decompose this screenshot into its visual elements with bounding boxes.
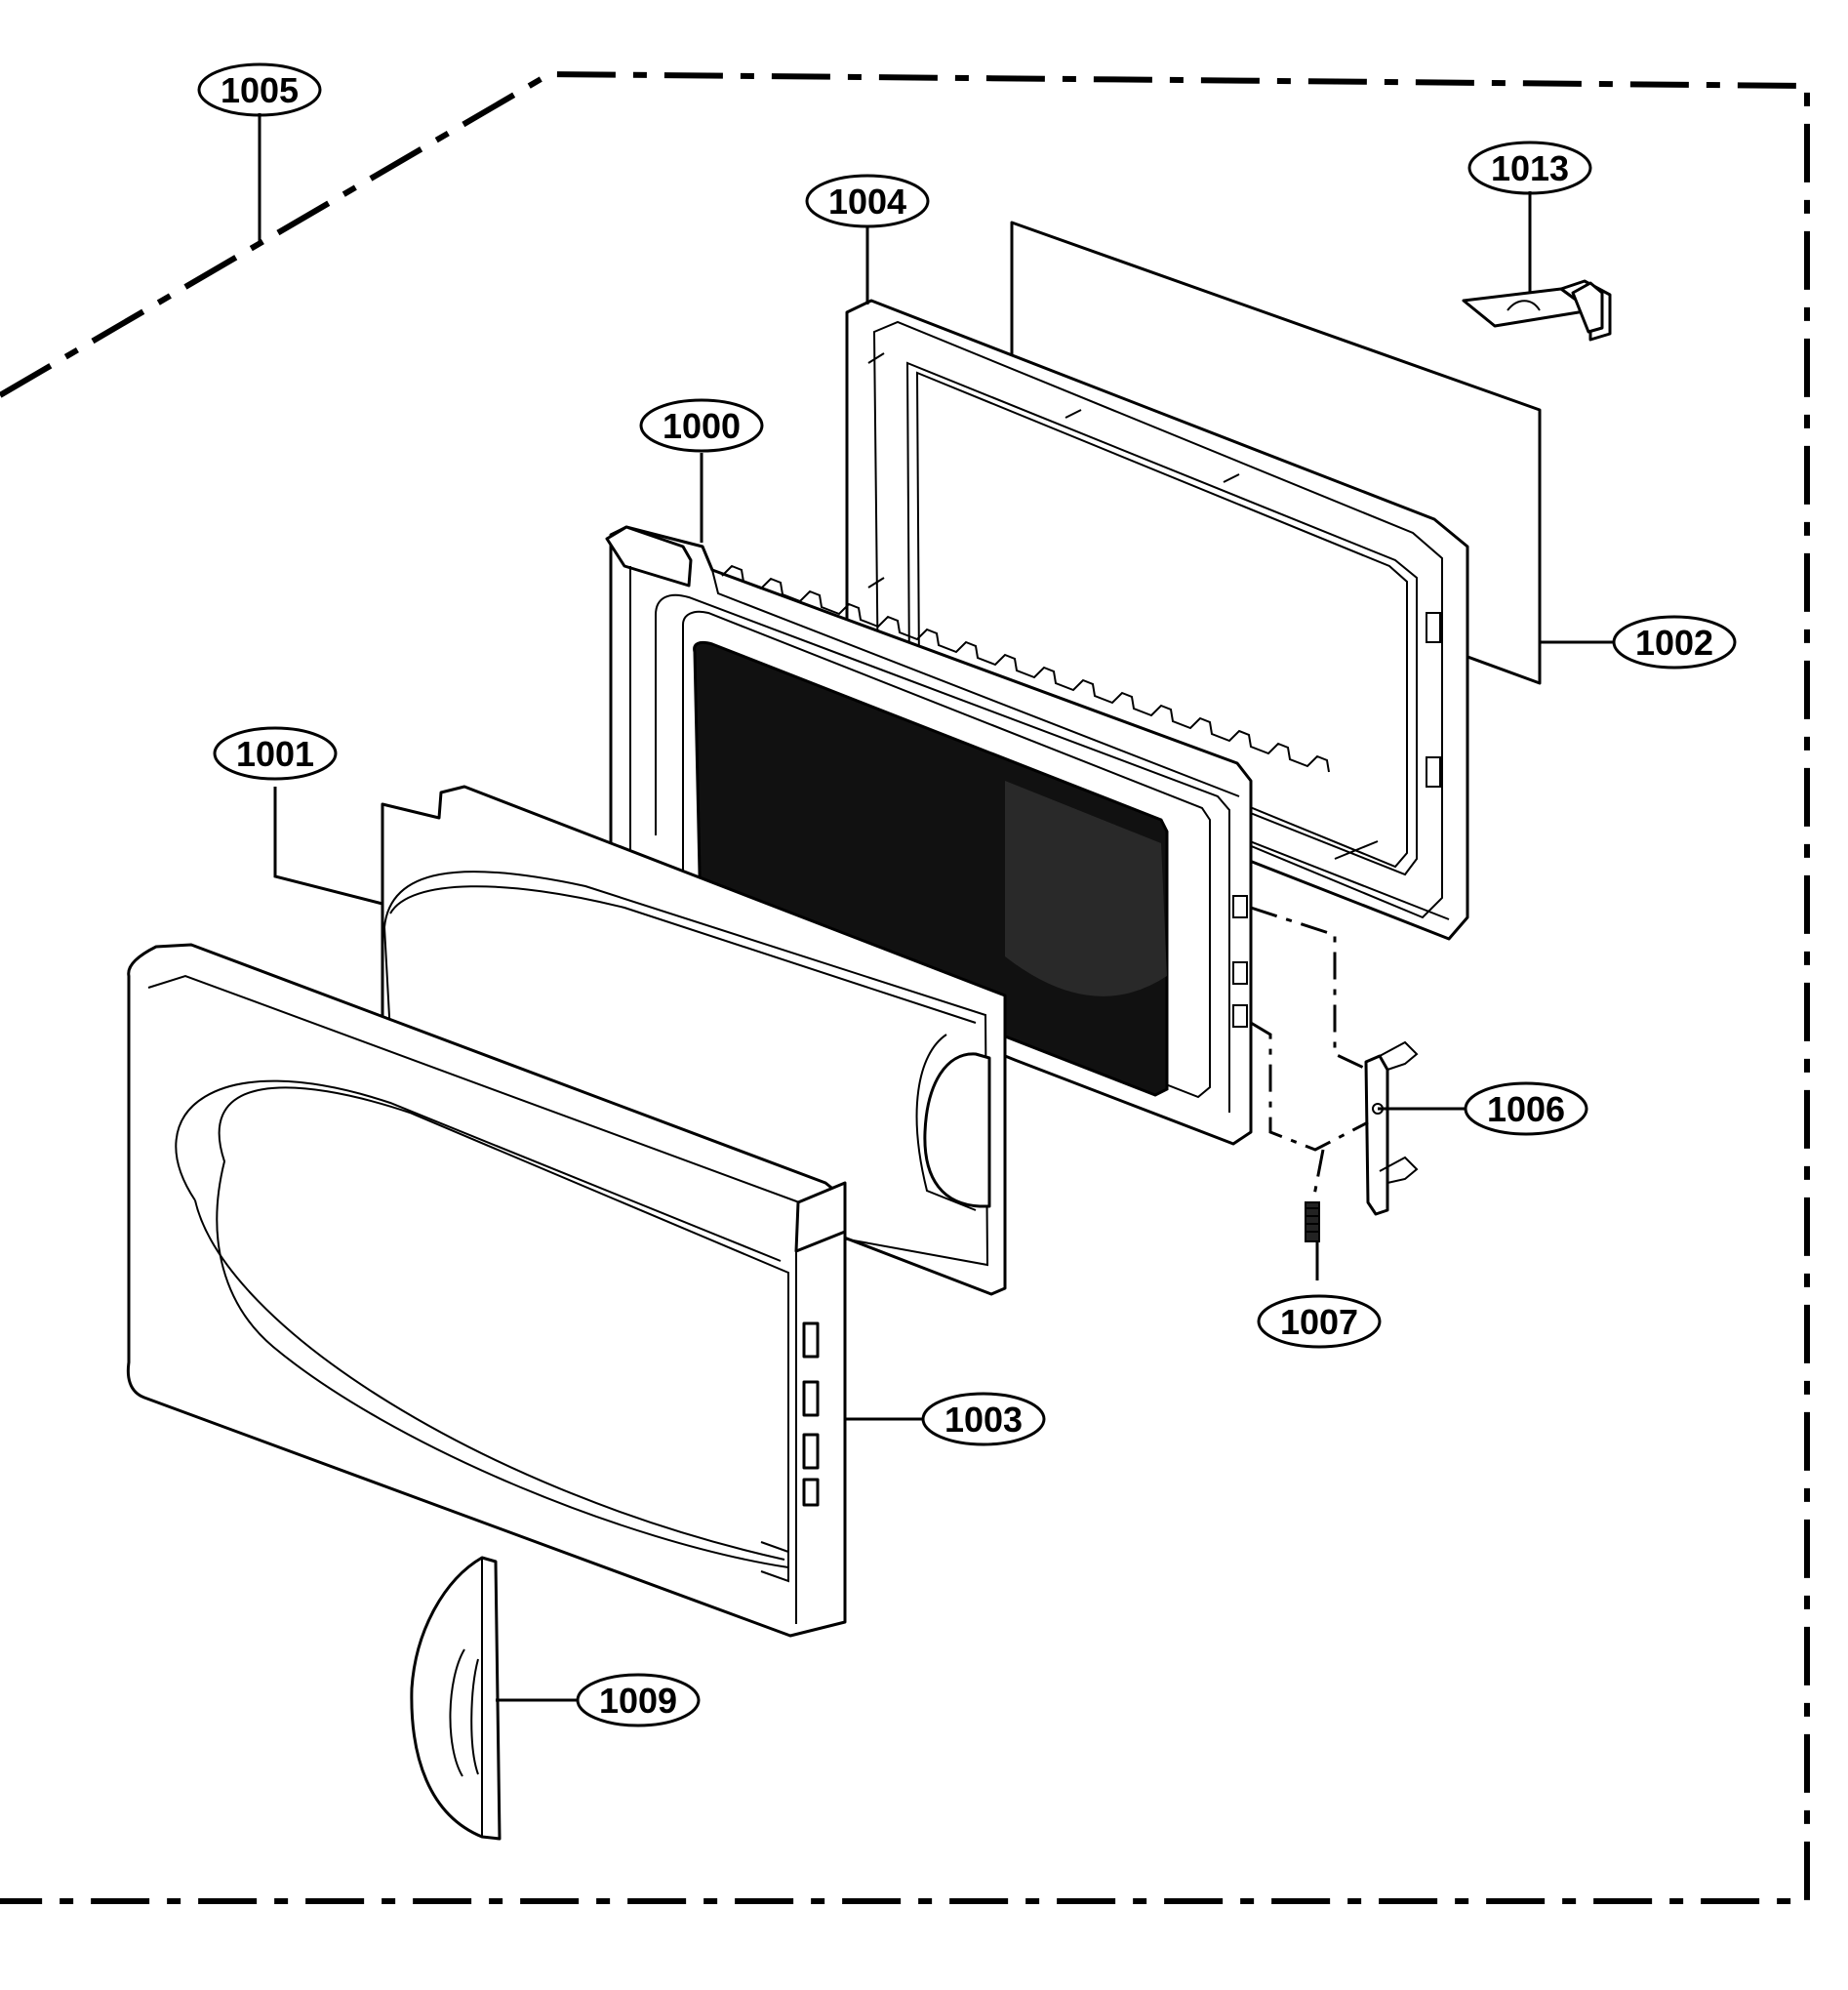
part-1000-inner-door-panel bbox=[605, 525, 1330, 1146]
callout-1003: 1003 bbox=[921, 1392, 1046, 1446]
callout-1009: 1009 bbox=[576, 1673, 701, 1727]
callout-label: 1005 bbox=[221, 70, 299, 110]
callout-1002: 1002 bbox=[1612, 615, 1737, 670]
callout-label: 1013 bbox=[1491, 148, 1569, 188]
guide-line-1006-lower bbox=[1250, 1021, 1369, 1152]
callout-label: 1000 bbox=[663, 406, 741, 446]
callout-1000: 1000 bbox=[639, 398, 764, 453]
callout-label: 1006 bbox=[1487, 1089, 1565, 1129]
callout-1013: 1013 bbox=[1467, 141, 1592, 195]
assembly-boundary-1005 bbox=[0, 70, 1810, 1904]
callout-label: 1009 bbox=[599, 1681, 677, 1721]
callout-1001: 1001 bbox=[213, 726, 338, 781]
part-1013-latch-bracket bbox=[1462, 279, 1612, 342]
part-1001-door-cover bbox=[381, 785, 1007, 1296]
callout-1006: 1006 bbox=[1464, 1081, 1588, 1136]
callout-label: 1002 bbox=[1635, 623, 1713, 663]
leader-1001 bbox=[273, 787, 383, 906]
callout-label: 1007 bbox=[1280, 1302, 1358, 1342]
callout-1007: 1007 bbox=[1257, 1294, 1382, 1349]
guide-line-1007 bbox=[1311, 1149, 1325, 1201]
callout-1005: 1005 bbox=[197, 62, 322, 117]
part-1007-spring bbox=[1305, 1201, 1320, 1242]
part-1006-latch-hook bbox=[1364, 1040, 1419, 1216]
callout-1004: 1004 bbox=[805, 174, 930, 228]
part-1009-door-handle bbox=[410, 1556, 502, 1841]
part-1003-door-front bbox=[126, 943, 847, 1638]
guide-line-1006-upper bbox=[1250, 906, 1369, 1072]
callout-label: 1004 bbox=[828, 182, 906, 222]
callout-label: 1003 bbox=[944, 1400, 1023, 1440]
callout-label: 1001 bbox=[236, 734, 314, 774]
